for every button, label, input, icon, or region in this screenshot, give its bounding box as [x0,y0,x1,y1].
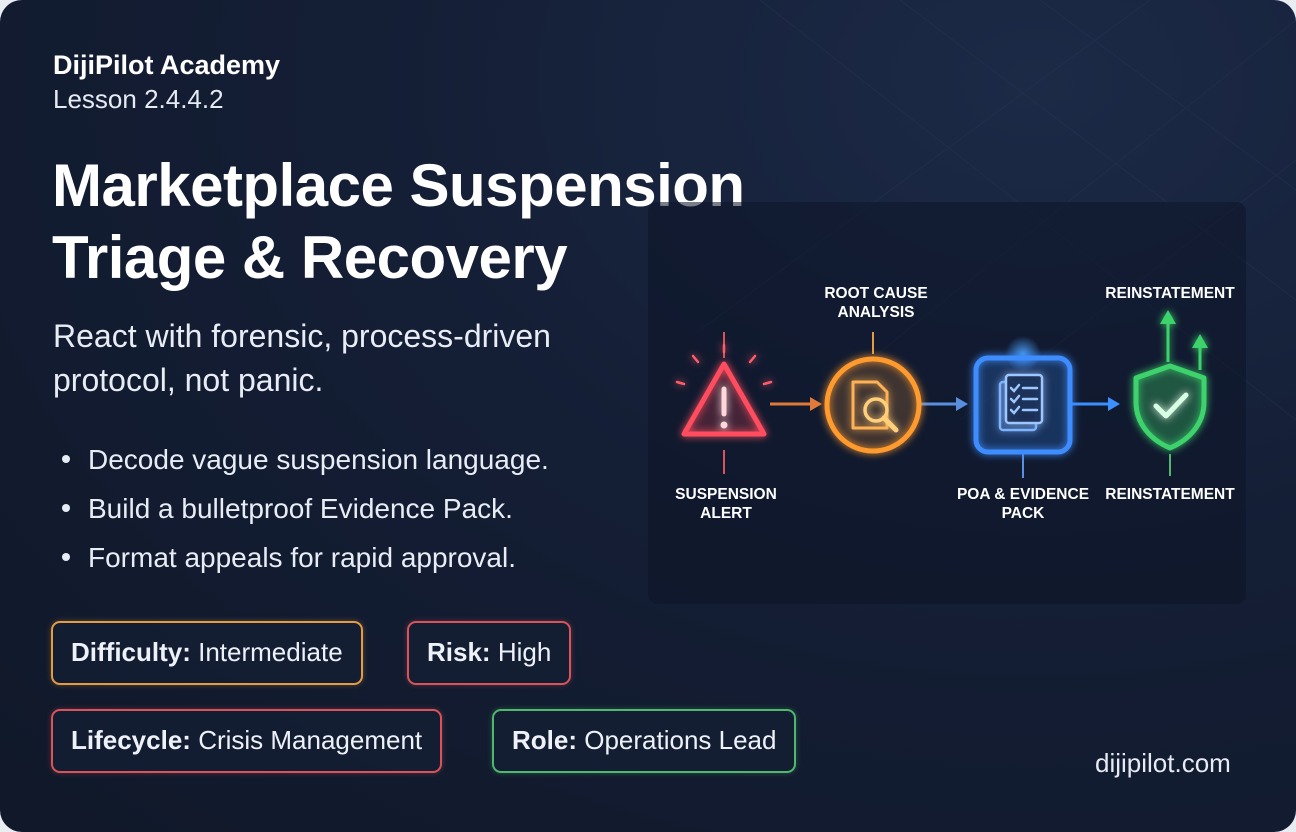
bullet-list: Decode vague suspension language. Build … [62,440,549,587]
label-poa-evidence-pack: POA & EVIDENCE PACK [956,486,1090,522]
lesson-number: Lesson 2.4.4.2 [53,84,224,114]
tag-value: Crisis Management [198,725,423,755]
role-tag: Role: Operations Lead [492,709,797,773]
label-root-cause-analysis: ROOT CAUSE ANALYSIS [824,285,928,321]
page-title: Marketplace Suspension Triage & Recovery [52,150,872,294]
risk-tag: Risk: High [407,621,572,685]
bullet-dot-icon [62,552,70,561]
tag-value: Operations Lead [584,725,777,755]
tag-value: Intermediate [198,637,343,667]
subtitle: React with forensic, process-driven prot… [53,318,551,398]
bullet-item: Format appeals for rapid approval. [62,538,549,587]
tag-key: Risk: [427,637,491,667]
bullet-item: Decode vague suspension language. [62,440,549,489]
arrow-2 [920,397,968,411]
lifecycle-tag: Lifecycle: Crisis Management [51,709,443,773]
tag-key: Role: [512,725,577,755]
title-line-2: Triage & Recovery [52,224,568,291]
warning-triangle-icon [675,343,773,437]
difficulty-tag: Difficulty: Intermediate [51,621,363,685]
title-line-1: Marketplace Suspension [52,152,745,219]
document-search-icon [824,356,922,454]
arrow-3 [1072,397,1120,411]
bullet-item: Build a bulletproof Evidence Pack. [62,489,549,538]
checklist-documents-icon [973,355,1073,455]
process-diagram: ROOT CAUSE ANALYSIS REINSTATEMENT SUSPEN… [648,202,1246,604]
shield-check-icon [1133,363,1207,451]
label-reinstatement-top: REINSTATEMENT [1105,285,1235,302]
tag-value: High [497,637,552,667]
bullet-dot-icon [62,503,70,512]
bullet-dot-icon [62,454,70,463]
website-url: dijipilot.com [1095,748,1231,778]
brand-name: DijiPilot Academy [53,50,281,80]
tag-key: Difficulty: [71,637,191,667]
arrow-1 [770,397,822,411]
process-diagram-graphic [675,310,1208,478]
label-suspension-alert: SUSPENSION ALERT [675,486,777,522]
tag-key: Lifecycle: [71,725,191,755]
growth-arrows-icon [1160,310,1208,370]
label-reinstatement-bottom: REINSTATEMENT [1105,486,1235,503]
